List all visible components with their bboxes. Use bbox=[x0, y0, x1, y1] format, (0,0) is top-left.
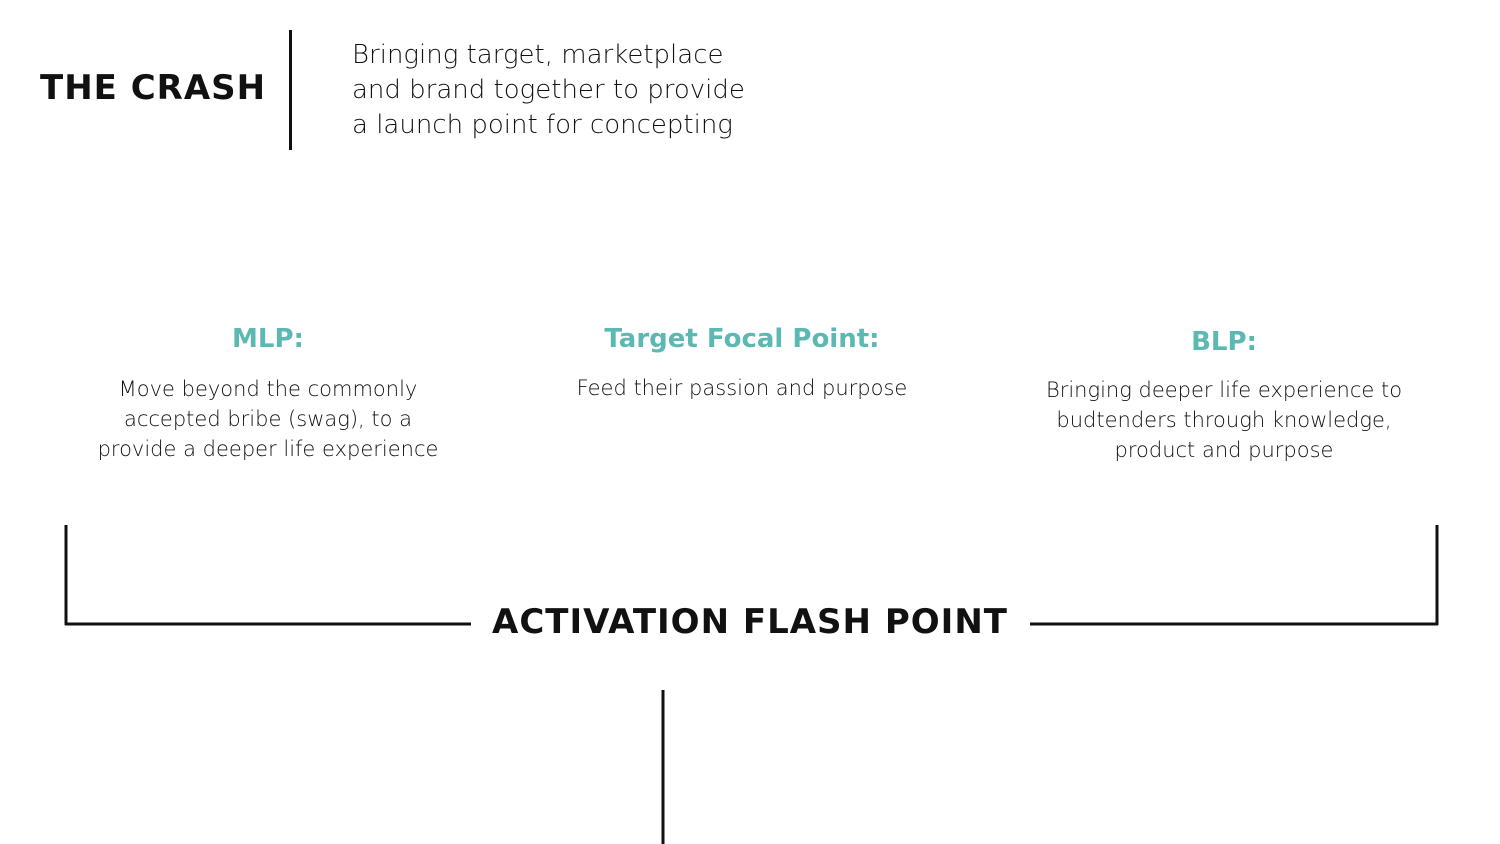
column-heading: BLP: bbox=[1191, 327, 1257, 357]
intro-line: and brand together to provide bbox=[352, 75, 745, 105]
column-mlp: MLP: Move beyond the commonly accepted b… bbox=[60, 324, 476, 464]
column-body: Move beyond the commonly accepted bribe … bbox=[60, 374, 476, 464]
column-line: provide a deeper life experience bbox=[97, 437, 439, 461]
column-blp: BLP: Bringing deeper life experience to … bbox=[1010, 327, 1438, 465]
column-target-focal-point: Target Focal Point: Feed their passion a… bbox=[530, 324, 954, 403]
column-line: Bringing deeper life experience to bbox=[1045, 378, 1403, 402]
intro-line: Bringing target, marketplace bbox=[352, 40, 724, 70]
column-line: accepted bribe (swag), to a bbox=[123, 407, 413, 431]
column-body: Bringing deeper life experience to budte… bbox=[1010, 375, 1438, 465]
column-line: Move beyond the commonly bbox=[118, 377, 418, 401]
column-line: budtenders through knowledge, bbox=[1056, 408, 1392, 432]
title-divider bbox=[289, 30, 292, 150]
column-body: Feed their passion and purpose bbox=[530, 373, 954, 403]
intro-text: Bringing target, marketplace and brand t… bbox=[352, 38, 812, 143]
page-title: THE CRASH bbox=[40, 68, 267, 108]
column-heading: Target Focal Point: bbox=[604, 324, 880, 354]
activation-flash-point-label: ACTIVATION FLASH POINT bbox=[492, 602, 1008, 642]
intro-line: a launch point for concepting bbox=[352, 110, 733, 140]
column-line: Feed their passion and purpose bbox=[576, 376, 908, 400]
column-heading: MLP: bbox=[232, 324, 304, 354]
column-line: product and purpose bbox=[1114, 438, 1334, 462]
